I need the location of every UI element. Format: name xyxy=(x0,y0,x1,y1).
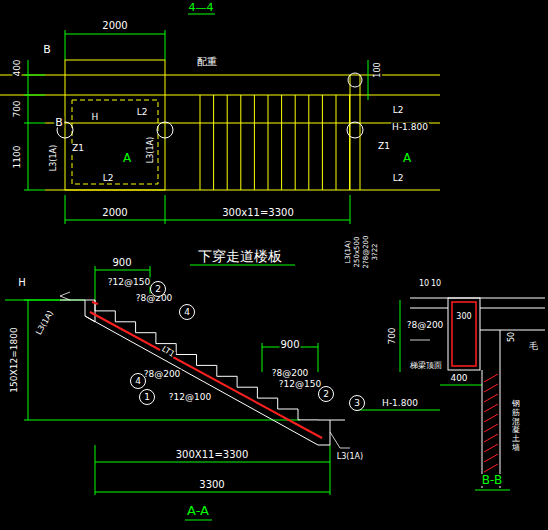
dimension-text: 2000 xyxy=(101,21,128,31)
rebar-label: ?12@100 xyxy=(168,393,212,402)
beam-label: L3(1A) xyxy=(147,136,155,164)
dimension-text: 300 xyxy=(455,313,472,321)
note-text: 梯梁顶面 xyxy=(409,362,443,370)
beam-label: L3(1A) xyxy=(50,144,58,172)
dimension-text: 900 xyxy=(279,340,300,350)
dimension-text: 2000 xyxy=(101,208,128,218)
section-mark: B xyxy=(42,44,52,55)
callout-number: 4 xyxy=(184,308,190,317)
beam-label: 250x500 xyxy=(354,236,361,269)
dimension-text: 10 xyxy=(418,280,430,288)
callout-circle: 3 xyxy=(349,395,365,411)
dimension-text: 300x11=3300 xyxy=(221,208,295,218)
section-mark: B xyxy=(54,117,64,128)
section-mark: A xyxy=(402,152,412,164)
dimension-text: 100 xyxy=(374,61,382,78)
callout-circle: 4 xyxy=(130,373,146,389)
beam-label: L2 xyxy=(392,106,405,115)
section-title: A-A xyxy=(186,504,210,517)
beam-label: L2 xyxy=(102,174,115,183)
drawing-title: 下穿走道楼板 xyxy=(197,249,283,263)
dimension-text: 300X11=3300 xyxy=(175,450,250,460)
callout-number: 2 xyxy=(155,285,161,294)
callout-circle: 2 xyxy=(318,386,334,402)
column-label: Z1 xyxy=(71,144,85,153)
section-title: B-B xyxy=(481,474,503,486)
callout-number: 2 xyxy=(323,390,329,399)
beam-label: L2 xyxy=(392,174,405,183)
callout-circle: 1 xyxy=(139,389,155,405)
elevation-mark: H xyxy=(17,278,27,288)
callout-number: 3 xyxy=(354,399,360,408)
callout-number: 4 xyxy=(135,377,141,386)
rebar-label: 3?22 xyxy=(372,242,379,261)
dimension-text: 50 xyxy=(508,331,516,343)
beam-label: L2 xyxy=(136,108,149,117)
note-text: 毛 xyxy=(528,342,539,351)
dimension-text: 400 xyxy=(449,374,468,383)
dimension-text: 10 xyxy=(430,280,442,288)
dimension-text: 150X12=1800 xyxy=(10,326,19,393)
dimension-text: 900 xyxy=(111,258,132,268)
note-text: 配重 xyxy=(196,57,218,67)
dimension-text: 700 xyxy=(13,99,22,118)
rebar-label: ?8@200 xyxy=(143,370,182,379)
rebar-label: ?8@200 xyxy=(406,321,445,330)
beam-label: L3(1A) xyxy=(34,309,55,338)
rebar-label: ?12@150 xyxy=(107,278,151,287)
dimension-text: 400 xyxy=(13,58,22,77)
dimension-text: 700 xyxy=(388,326,397,345)
wall-label: 钢筋混凝土墙 xyxy=(512,400,520,453)
section-title: 4—4 xyxy=(188,2,215,13)
callout-circle: 2 xyxy=(150,281,166,297)
beam-label: L3(1A) xyxy=(336,453,364,461)
column-label: Z1 xyxy=(377,142,391,151)
rebar-label: ?12@150 xyxy=(278,380,322,389)
elevation-mark: H xyxy=(91,113,100,122)
callout-circle: 4 xyxy=(179,304,195,320)
dimension-text: 3300 xyxy=(198,480,225,490)
rebar-label: 2?8@200 xyxy=(363,235,370,270)
beam-label: L3(1A) xyxy=(345,239,352,264)
elevation-mark: H-1.800 xyxy=(381,399,419,408)
dimension-text: 1100 xyxy=(13,145,22,170)
rebar-label: ?8@200 xyxy=(271,369,310,378)
elevation-mark: H-1.800 xyxy=(391,123,429,132)
section-mark: A xyxy=(122,152,132,164)
callout-number: 1 xyxy=(144,393,150,402)
